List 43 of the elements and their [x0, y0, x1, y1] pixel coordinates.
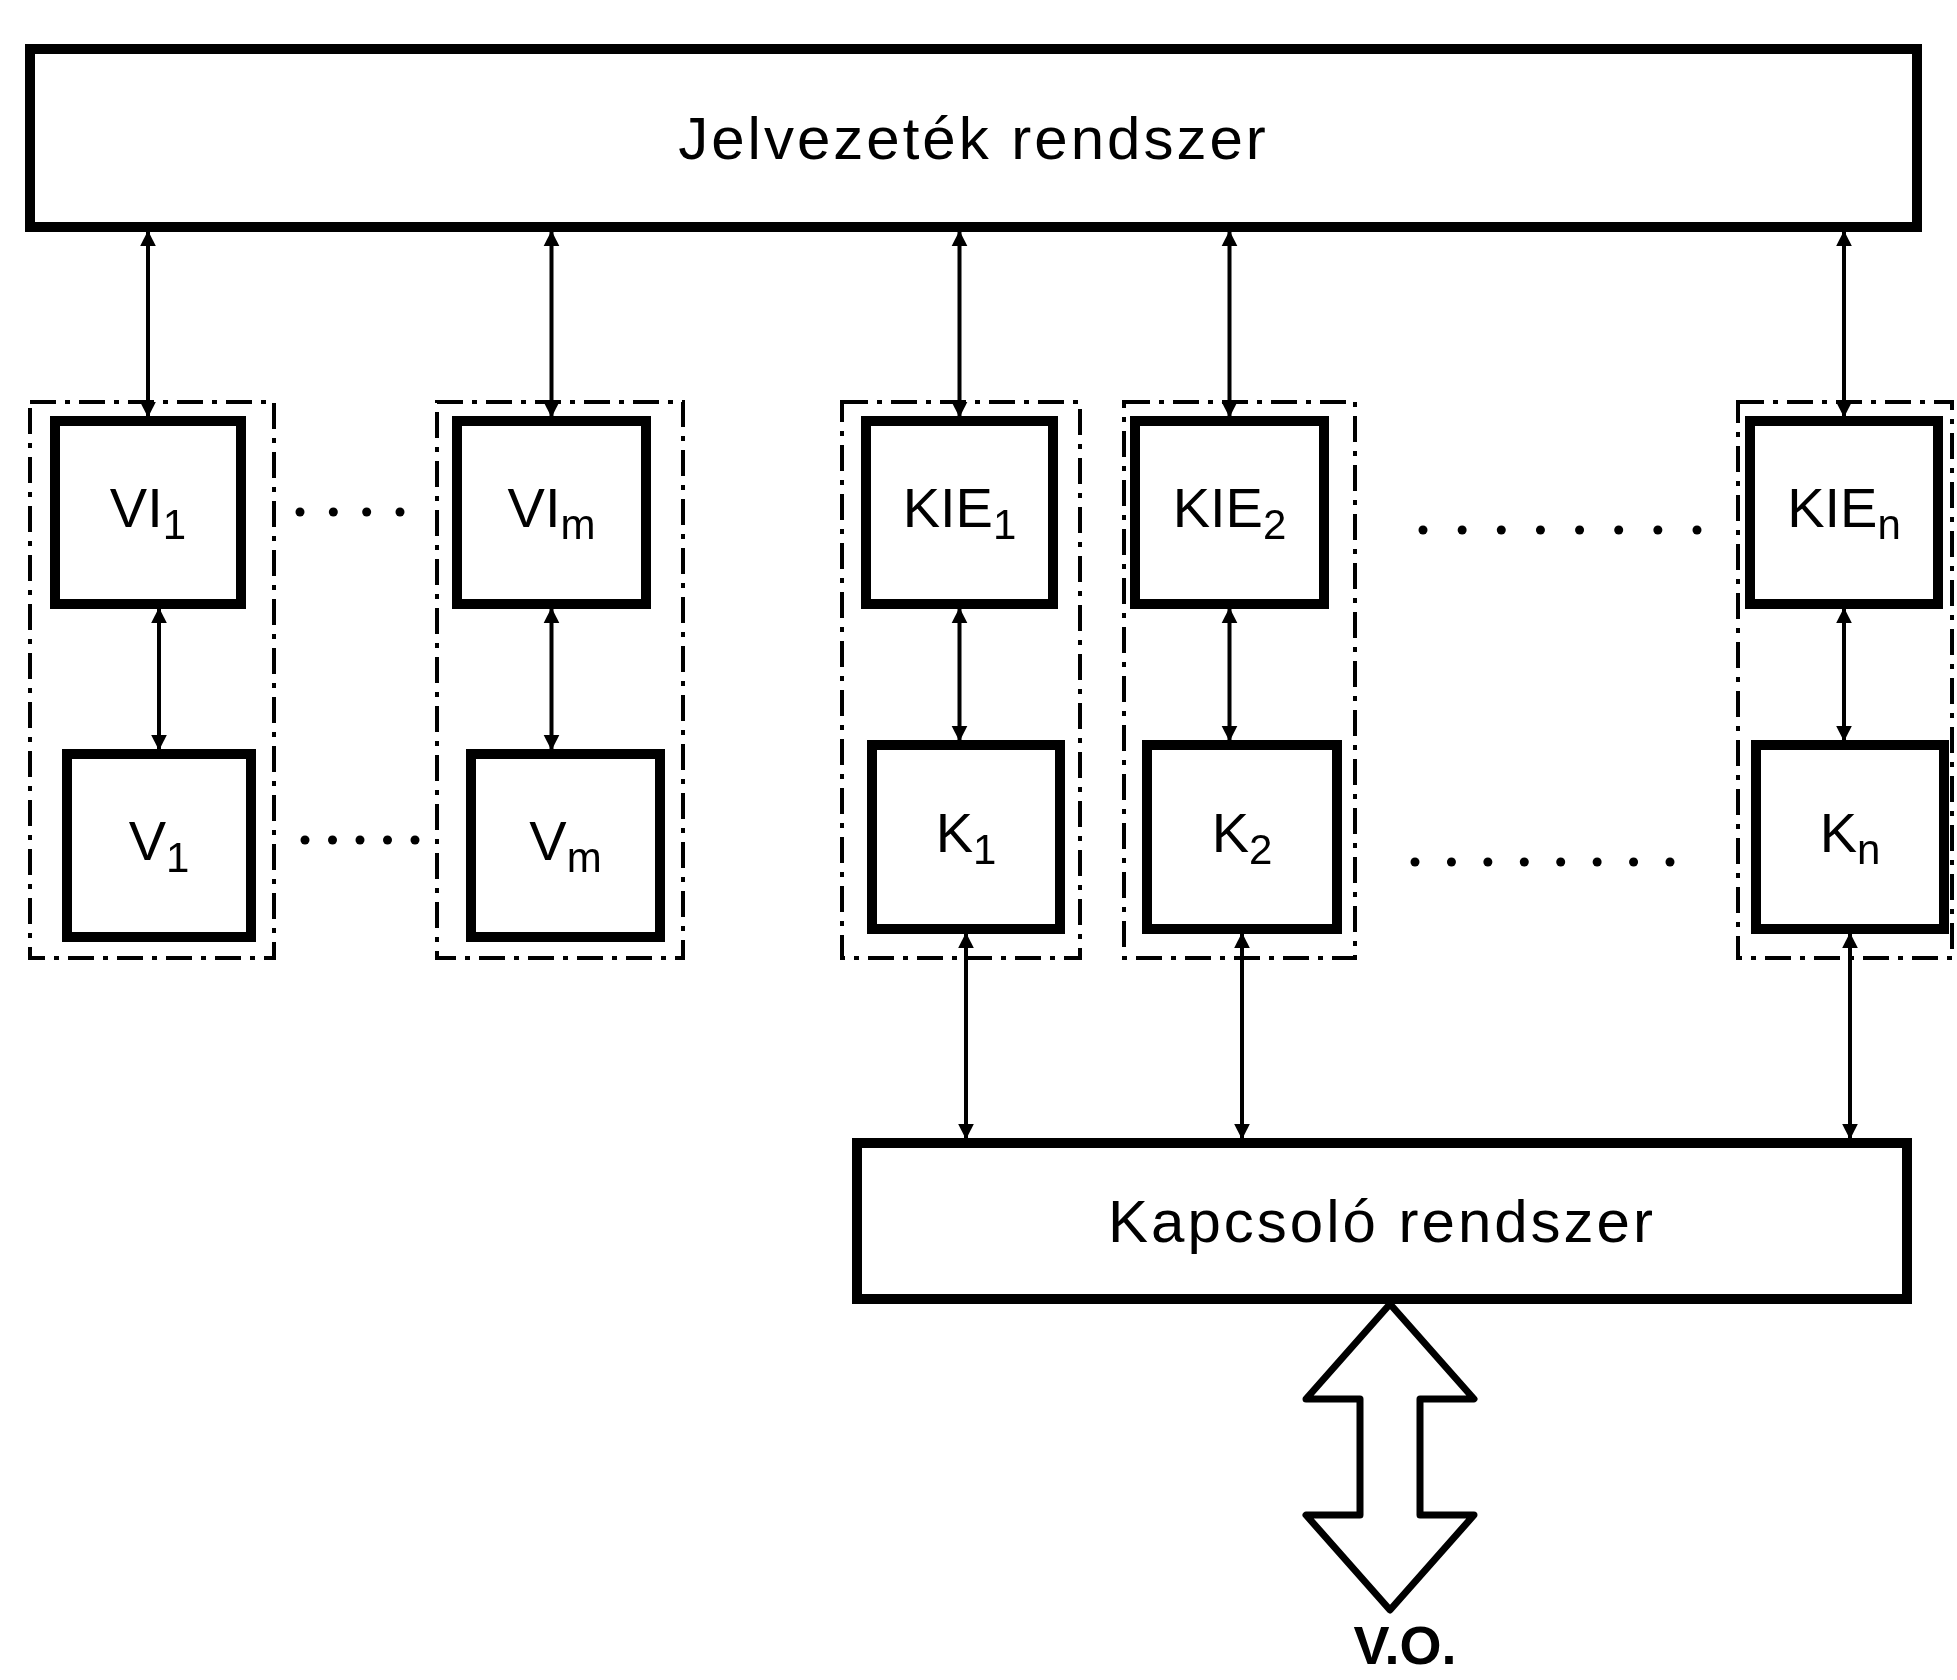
double-arrow	[1836, 230, 1852, 418]
system-box	[25, 44, 1922, 232]
double-arrow	[1221, 607, 1238, 742]
block-box	[1745, 416, 1943, 609]
box-label: V$_{m}$	[529, 808, 602, 883]
block-box	[1130, 416, 1329, 609]
double-arrow	[543, 607, 560, 751]
block-box	[62, 749, 256, 942]
dash-dot-group-frame	[1735, 399, 1955, 961]
block-box	[452, 416, 651, 609]
box-label: VI$_{1}$	[109, 475, 187, 550]
double-arrow	[151, 607, 167, 751]
box-label: Jelvezeték rendszer	[678, 103, 1269, 173]
dash-dot-group-frame	[1121, 399, 1358, 961]
box-label: K$_{1}$	[935, 799, 997, 875]
box-label: VI$_{m}$	[507, 475, 596, 550]
double-arrow	[1842, 932, 1858, 1140]
double-arrow	[140, 230, 156, 418]
block-box	[1142, 740, 1342, 934]
double-arrow	[543, 230, 560, 418]
block-box	[861, 416, 1058, 609]
dash-dot-group-frame	[839, 399, 1083, 961]
double-arrow	[951, 607, 968, 742]
block-box	[1751, 740, 1949, 934]
block-box	[50, 416, 246, 609]
dash-dot-group-frame	[27, 399, 277, 961]
block-box	[466, 749, 665, 942]
box-label: KIE$_{n}$	[1787, 475, 1901, 550]
box-label: KIE$_{2}$	[1172, 475, 1287, 550]
system-box	[852, 1138, 1912, 1304]
double-arrow	[1234, 932, 1250, 1140]
block-box	[867, 740, 1065, 934]
double-arrow	[1836, 607, 1852, 742]
dash-dot-group-frame	[434, 399, 686, 961]
box-label: K$_{2}$	[1211, 799, 1273, 875]
box-label: K$_{n}$	[1819, 799, 1881, 875]
box-label: Kapcsoló rendszer	[1108, 1186, 1656, 1256]
output-label: V.O.	[1353, 1614, 1457, 1676]
double-arrow	[951, 230, 968, 418]
box-label: KIE$_{1}$	[902, 475, 1017, 550]
double-arrow	[958, 932, 974, 1140]
box-label: V$_{1}$	[128, 808, 190, 883]
double-arrow	[1221, 230, 1238, 418]
